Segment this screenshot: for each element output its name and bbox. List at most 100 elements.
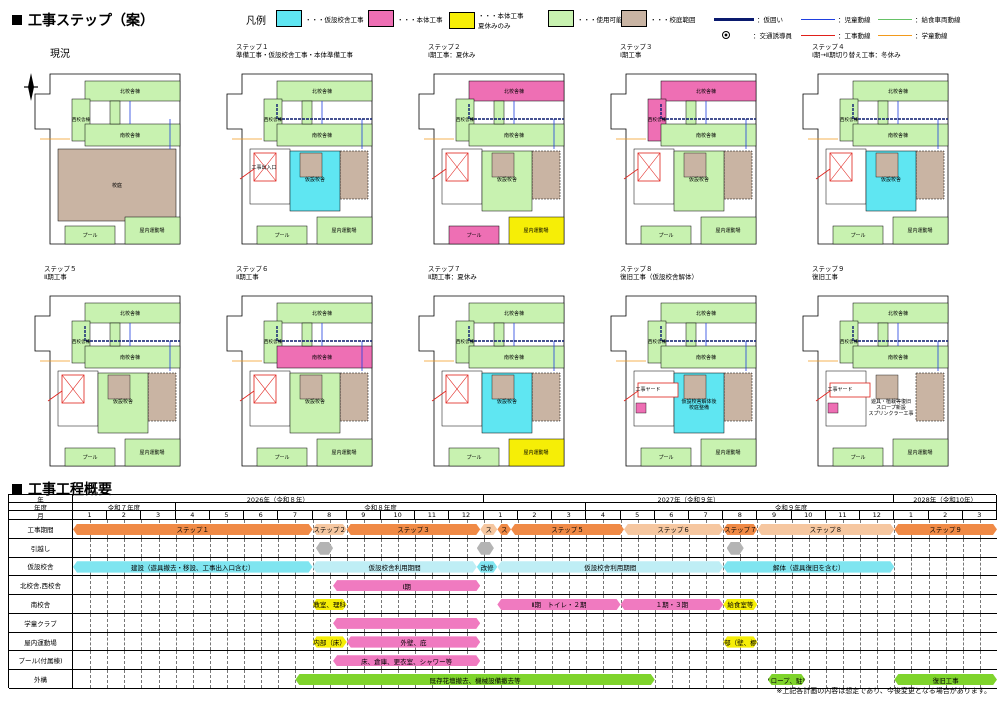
grid-line <box>740 651 742 670</box>
map-label: 西校舎棟 <box>264 338 282 345</box>
map-label: 仮設校舎 <box>305 398 325 405</box>
map-label-line: 屋内運動場 <box>907 449 932 456</box>
grid-line <box>962 557 964 576</box>
legend-line <box>714 17 754 21</box>
yard-area <box>915 150 945 200</box>
map-label: 遊具・植栽等復旧スロープ新設スプリンクラー工事 <box>868 398 913 417</box>
map-label-line: 北校舎棟 <box>312 88 332 95</box>
move-milestone-icon <box>726 541 744 555</box>
construction-route <box>47 390 63 402</box>
schedule-bar: Ⅰ期 <box>333 580 480 591</box>
grid-line <box>654 670 656 688</box>
row-label: 屋内運動場 <box>9 632 73 651</box>
row-label: 外構 <box>9 670 73 688</box>
schedule-bar: ステップ３ <box>347 524 480 535</box>
schedule-bar: 内部（壁、棚） <box>723 636 757 647</box>
map-label: 西校舎棟 <box>840 116 858 123</box>
map-caption: ステップ３ Ⅰ期工事 <box>620 43 653 59</box>
gymnasium <box>892 438 949 467</box>
grid-line <box>483 651 485 670</box>
grid-line <box>535 538 536 557</box>
map-label: 屋内運動場 <box>907 227 932 234</box>
legend-line-item: ：工事動線 <box>801 30 871 40</box>
legend-line-item: ：給食車両動線 <box>878 14 961 24</box>
construction-route <box>239 168 255 180</box>
grid-line <box>517 538 519 557</box>
map-caption: ステップ９ 復旧工事 <box>812 265 845 281</box>
grid-line <box>278 576 280 595</box>
grid-line <box>962 538 964 557</box>
map-label-line: 西校舎棟 <box>264 116 282 123</box>
grid-line <box>278 595 280 613</box>
construction-route <box>815 168 831 180</box>
grid-line <box>774 651 776 670</box>
map-label: 北校舎棟 <box>312 310 332 317</box>
south-building <box>276 123 373 147</box>
grid-line <box>689 651 690 670</box>
grid-line <box>278 632 280 651</box>
map-label: 西校舎棟 <box>264 116 282 123</box>
grid-line <box>689 670 690 688</box>
grid-line <box>175 651 177 670</box>
map-label: 西校舎棟 <box>72 338 90 345</box>
grid-line <box>620 576 622 595</box>
grid-line <box>158 538 160 557</box>
grid-line <box>723 613 725 632</box>
map-label-line: 北校舎棟 <box>888 310 908 317</box>
legend-text: ：交通誘導員 <box>753 32 792 40</box>
legend-swatch <box>368 10 394 27</box>
grid-line <box>740 613 742 632</box>
legend-item: ・・・本体工事 夏休みのみ <box>449 10 524 30</box>
grid-line <box>791 576 793 595</box>
grid-line <box>244 670 246 688</box>
month-cell: 12 <box>449 511 484 519</box>
page-title-text: 工事ステップ（案） <box>28 13 154 29</box>
grid-line <box>261 670 263 688</box>
map-label: 西校舎棟 <box>648 116 666 123</box>
schedule-bar: ステップ９ <box>894 524 997 535</box>
grid-line <box>860 632 862 651</box>
month-cell: 11 <box>826 511 861 519</box>
schedule-bar: Ⅱ期 トイレ・２期 <box>497 599 620 610</box>
map-label-line: 南校舎棟 <box>888 354 908 361</box>
work-area <box>827 402 839 414</box>
map-label: 南校舎棟 <box>696 354 716 361</box>
grid-line <box>227 670 228 688</box>
row-label: プール(付属棟) <box>9 651 73 670</box>
connector-building <box>877 322 889 347</box>
grid-line <box>483 595 485 613</box>
work-yard <box>637 382 679 398</box>
legend-text: ・・・使用可能 <box>577 15 623 24</box>
grid-line <box>261 576 263 595</box>
grid-line <box>141 670 143 688</box>
grid-line <box>141 613 143 632</box>
grid-line <box>158 670 160 688</box>
grid-line <box>329 576 331 595</box>
map-label-line: プール <box>850 455 865 461</box>
row-label: 南校舎 <box>9 595 73 613</box>
yard-area <box>299 152 323 178</box>
schedule-bar: 復旧工事 <box>894 674 997 685</box>
title-bullet <box>12 15 22 25</box>
map-label-line: 屋内運動場 <box>523 227 548 234</box>
yard-area <box>107 374 131 400</box>
map-label: プール <box>82 455 97 461</box>
schedule-bar: 外壁、庇 <box>347 636 480 647</box>
connector-building <box>109 100 121 125</box>
grid-line <box>158 651 160 670</box>
site-map: 北校舎棟西校舎棟南校舎棟仮設校舎プール屋内運動場 <box>30 291 205 476</box>
month-cell: 5 <box>210 511 245 519</box>
grid-line <box>671 670 673 688</box>
grid-line <box>825 613 827 632</box>
grid-line <box>483 576 485 595</box>
legend-line-item: ：仮囲い <box>714 14 783 24</box>
grid-line <box>689 576 690 595</box>
grid-line <box>723 670 725 688</box>
